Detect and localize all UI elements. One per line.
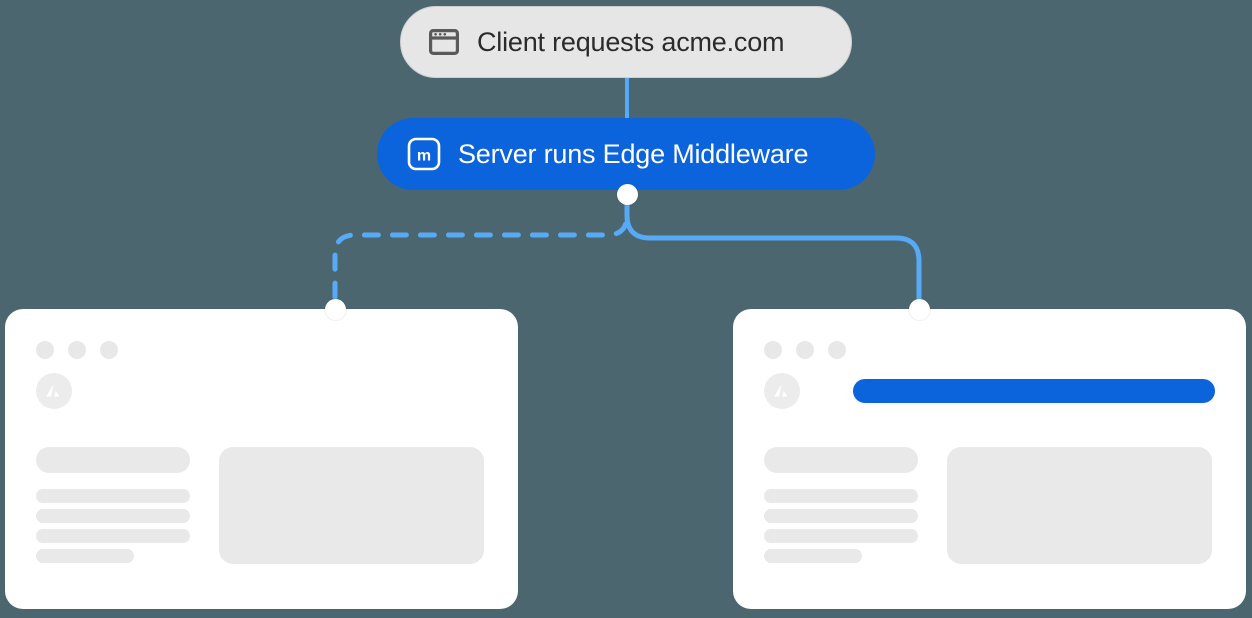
step-middleware-pill[interactable]: m Server runs Edge Middleware [377, 118, 875, 190]
variant-b-skeleton-line-1 [764, 489, 918, 503]
window-dot-2 [796, 341, 814, 359]
variant-b-skeleton-line-short [764, 549, 862, 563]
window-dot-2 [68, 341, 86, 359]
variant-b-skeleton-line-2 [764, 509, 918, 523]
middleware-m-icon: m [407, 137, 441, 171]
window-dot-1 [764, 341, 782, 359]
variant-a-skeleton-line-1 [36, 489, 190, 503]
variant-b-banner[interactable] [853, 379, 1215, 403]
variant-a-skeleton-line-2 [36, 509, 190, 523]
node-variant-a-in [324, 298, 346, 320]
triangle-logo-icon [764, 373, 800, 409]
window-controls [764, 341, 846, 359]
variant-b-skeleton-heading [764, 447, 918, 473]
variant-a-logo [36, 373, 72, 409]
connector-middleware-to-variant-a [332, 193, 630, 312]
variant-a-skeleton-line-3 [36, 529, 190, 543]
node-middleware-out [616, 183, 638, 205]
triangle-logo-icon [36, 373, 72, 409]
variant-b-skeleton-image [947, 447, 1212, 564]
node-variant-b-in [908, 298, 930, 320]
step-middleware-label: Server runs Edge Middleware [458, 138, 809, 169]
browser-window-icon [429, 29, 459, 55]
svg-text:m: m [417, 148, 431, 165]
connector-middleware-to-variant-b [624, 193, 922, 312]
window-dot-3 [828, 341, 846, 359]
window-dot-1 [36, 341, 54, 359]
window-controls [36, 341, 118, 359]
variant-a-skeleton-line-short [36, 549, 134, 563]
window-dot-3 [100, 341, 118, 359]
step-client-pill[interactable]: Client requests acme.com [400, 6, 852, 78]
variant-a-skeleton-heading [36, 447, 190, 473]
variant-b-logo [764, 373, 800, 409]
step-client-label: Client requests acme.com [477, 26, 785, 57]
variant-a-skeleton-image [219, 447, 484, 564]
variant-b-skeleton-line-3 [764, 529, 918, 543]
